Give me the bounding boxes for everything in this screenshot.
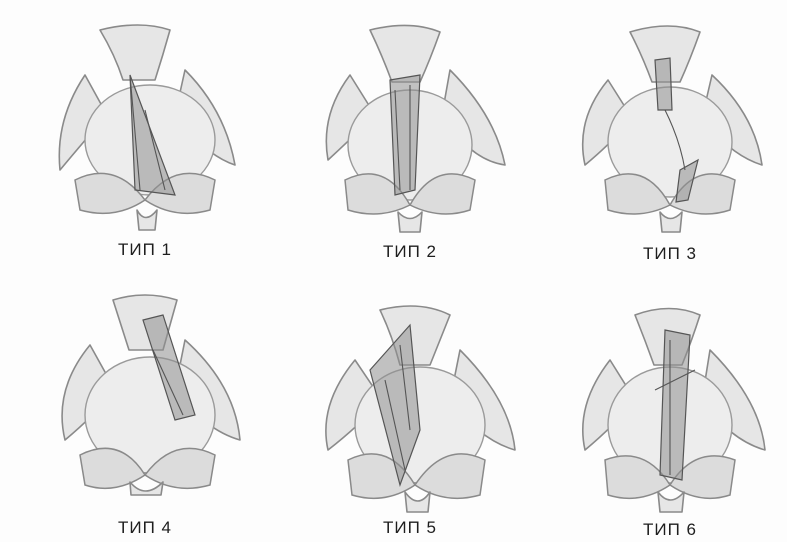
figure-type-2: ТИП 2 — [310, 20, 510, 260]
figure-label: ТИП 5 — [310, 518, 510, 538]
figure-type-3: ТИП 3 — [570, 20, 770, 260]
figure-type-1: ТИП 1 — [45, 20, 245, 260]
figure-type-4: ТИП 4 — [45, 290, 245, 530]
figure-type-5: ТИП 5 — [310, 300, 510, 540]
figure-label: ТИП 3 — [570, 244, 770, 264]
figure-label: ТИП 1 — [45, 240, 245, 260]
type-5-drawing — [310, 300, 520, 515]
type-3-drawing — [570, 20, 770, 235]
type-2-drawing — [310, 20, 510, 235]
figure-label: ТИП 2 — [310, 242, 510, 262]
figure-label: ТИП 4 — [45, 518, 245, 538]
figure-label: ТИП 6 — [570, 520, 770, 540]
type-6-drawing — [570, 300, 770, 515]
type-1-drawing — [45, 20, 245, 235]
figure-type-6: ТИП 6 — [570, 300, 770, 540]
type-4-drawing — [45, 290, 245, 505]
